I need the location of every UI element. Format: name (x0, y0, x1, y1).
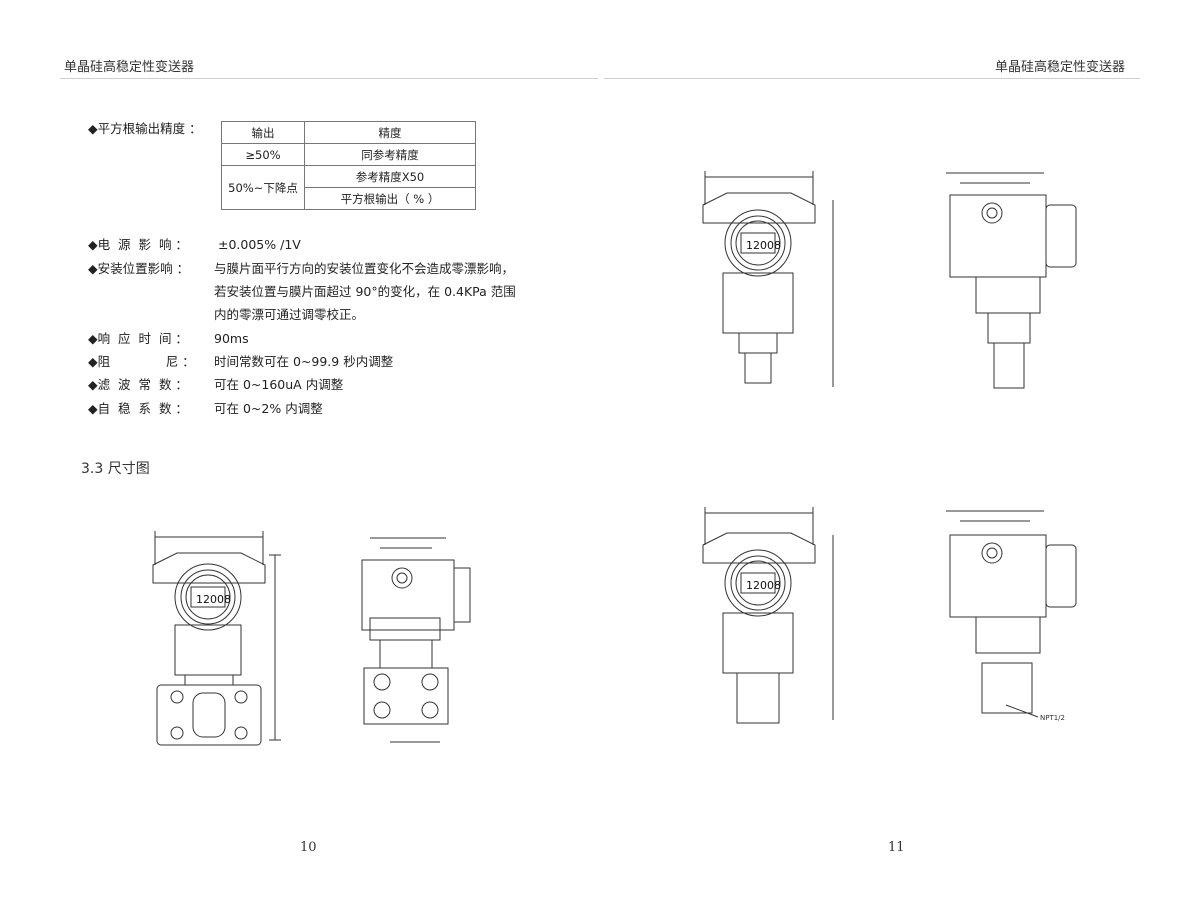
spec-value: 可在 0~2% 内调整 (214, 401, 323, 416)
spec-label: ◆安装位置影响 ： (88, 261, 190, 276)
table-header-output: 输出 (221, 121, 305, 144)
lcd-digits: 12008 (746, 239, 781, 252)
transmitter-front-drawing: 12008 (152, 531, 281, 746)
page-number-right: 11 (888, 840, 905, 855)
right-header-divider (604, 78, 1140, 79)
right-page-header: 单晶硅高稳定性变送器 (995, 60, 1126, 75)
thread-label: NPT1/2 (1040, 714, 1065, 722)
spec-value: 可在 0~160uA 内调整 (214, 377, 344, 392)
table-cell: ≥50% (221, 143, 305, 166)
sqrt-accuracy-table: 输出 精度 ≥50% 同参考精度 50%~下降点 参考精度X50 平方根输出（ … (221, 121, 476, 210)
transmitter-side-drawing: NPT1/2 (946, 510, 1077, 722)
spec-value: ±0.005% /1V (218, 237, 301, 252)
spec-value: 时间常数可在 0~99.9 秒内调整 (214, 354, 394, 369)
section-title: 3.3 尺寸图 (81, 461, 150, 477)
sqrt-accuracy-label: ◆平方根输出精度 ： (88, 121, 202, 136)
spec-value: 若安装位置与膜片面超过 90°的变化，在 0.4KPa 范围 (214, 284, 516, 299)
lcd-digits: 12008 (196, 593, 231, 606)
spec-value: 内的零漂可通过调零校正。 (214, 307, 365, 322)
table-header-accuracy: 精度 (304, 121, 476, 144)
spec-value: 与膜片面平行方向的安装位置变化不会造成零漂影响， (214, 261, 515, 276)
spec-value: 90ms (214, 331, 249, 346)
table-cell: 参考精度X50 (304, 165, 476, 188)
table-cell: 平方根输出（ % ） (304, 187, 476, 210)
transmitter-front-drawing: 12008 (702, 507, 834, 724)
left-page-header: 单晶硅高稳定性变送器 (64, 60, 195, 75)
spec-label: ◆自 稳 系 数 ： (88, 401, 188, 416)
transmitter-side-drawing (361, 537, 471, 743)
page-number-left: 10 (300, 840, 317, 855)
left-header-divider (60, 78, 598, 79)
transmitter-side-drawing (946, 172, 1077, 389)
spec-label: ◆电 源 影 响 ： (88, 237, 188, 252)
table-cell: 同参考精度 (304, 143, 476, 166)
table-cell: 50%~下降点 (221, 165, 305, 210)
spec-label: ◆阻 尼 ： (88, 354, 195, 369)
transmitter-front-drawing: 12008 (702, 171, 834, 387)
lcd-digits: 12008 (746, 579, 781, 592)
spec-label: ◆响 应 时 间 ： (88, 331, 188, 346)
spec-label: ◆滤 波 常 数 ： (88, 377, 188, 392)
